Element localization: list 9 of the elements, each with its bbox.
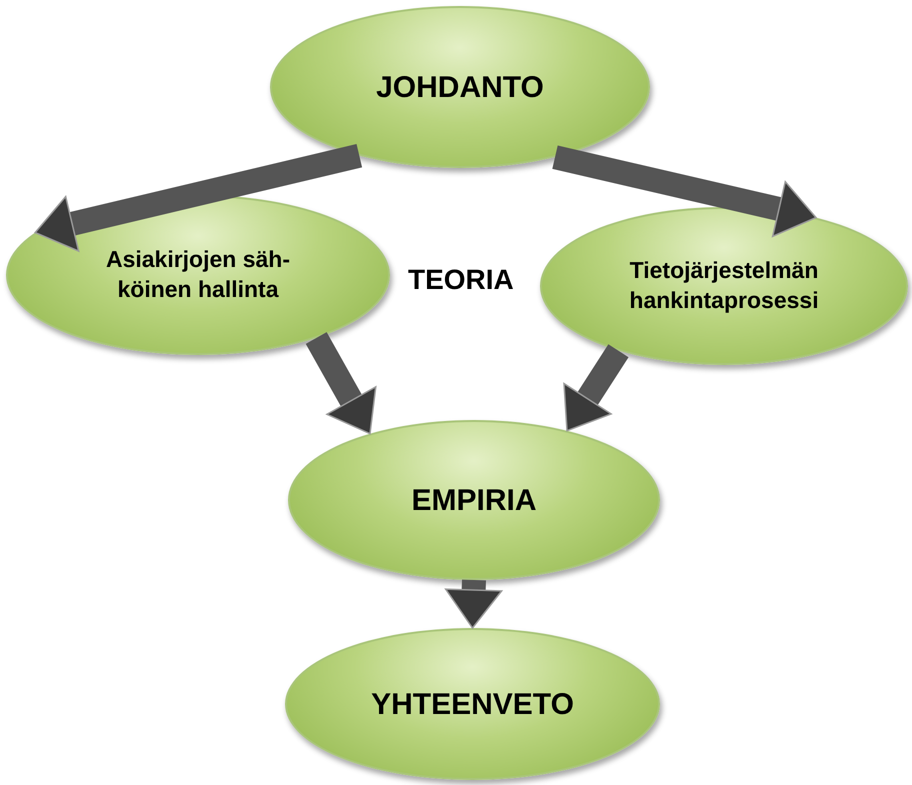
block-arrow [32, 144, 362, 252]
node-text: JOHDANTO [376, 70, 544, 106]
section-label: TEORIA [408, 264, 514, 296]
block-arrow [552, 145, 819, 238]
node-text: Asiakirjojen säh-köinen hallinta [104, 245, 292, 304]
node-text: EMPIRIA [411, 482, 536, 518]
block-arrow [444, 580, 502, 629]
node-text: Tietojärjestelmän hankintaprosessi [628, 256, 820, 315]
node-text: YHTEENVETO [371, 686, 574, 722]
